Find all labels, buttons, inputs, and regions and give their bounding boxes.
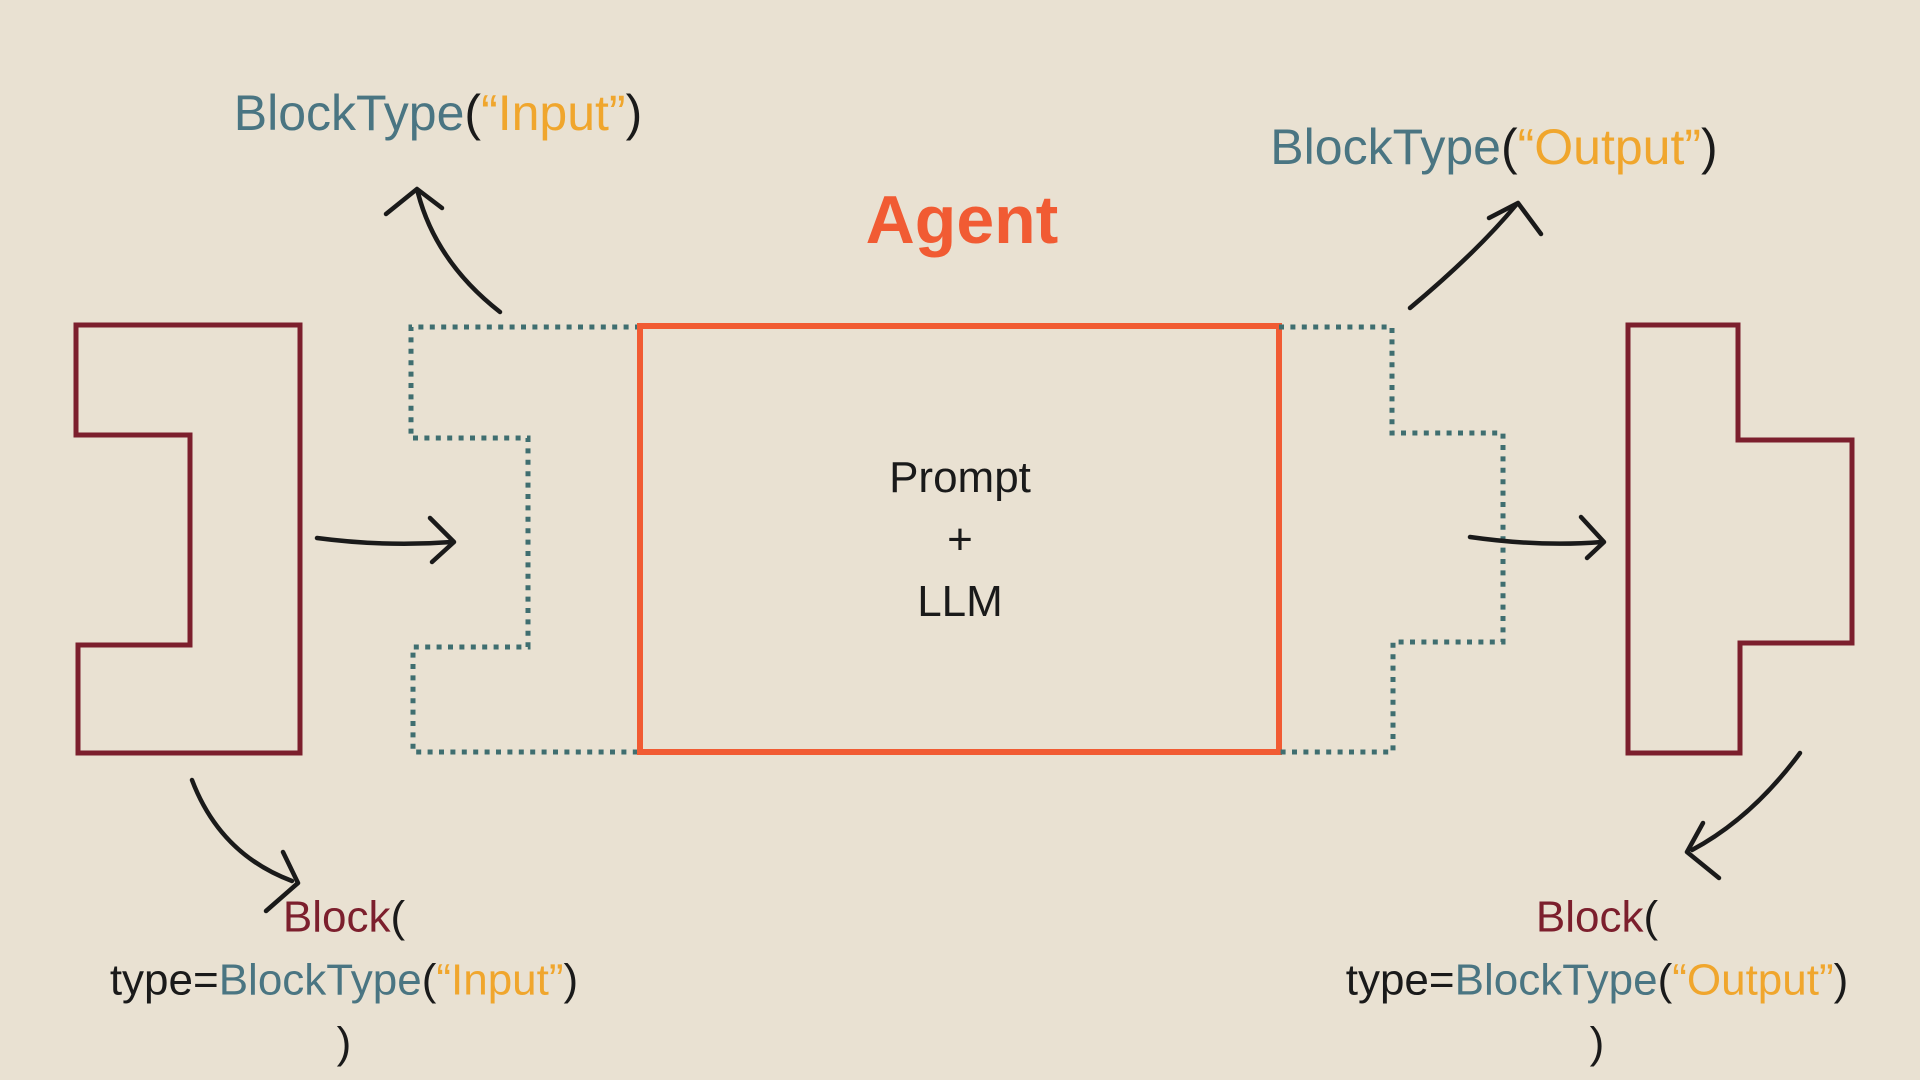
input-block-code: Block(type=BlockType(“Input”)) bbox=[109, 892, 579, 1068]
output-flow-arrow-icon bbox=[1467, 514, 1607, 561]
input-block-shape bbox=[73, 322, 303, 756]
input-slot-outline bbox=[408, 324, 640, 755]
input-blocktype-label: BlockType(“Input”) bbox=[233, 85, 643, 141]
output-type-pointer-arrow-icon bbox=[1407, 200, 1544, 311]
output-blocktype-label: BlockType(“Output”) bbox=[1270, 119, 1718, 175]
agent-box-line-plus: + bbox=[947, 515, 973, 564]
agent-box-text: Prompt + LLM bbox=[889, 447, 1031, 633]
agent-box-outline bbox=[637, 323, 1282, 755]
output-block-code: Block(type=BlockType(“Output”)) bbox=[1345, 892, 1849, 1068]
agent-box-line-llm: LLM bbox=[917, 577, 1003, 626]
output-block-shape bbox=[1625, 322, 1855, 756]
output-block-pointer-arrow-icon bbox=[1684, 750, 1803, 881]
input-type-pointer-arrow-icon bbox=[383, 186, 503, 315]
agent-box-line-prompt: Prompt bbox=[889, 453, 1031, 502]
output-slot-outline bbox=[1279, 324, 1506, 755]
input-block-pointer-arrow-icon bbox=[189, 777, 301, 914]
page-title: Agent bbox=[865, 182, 1059, 258]
input-flow-arrow-icon bbox=[314, 515, 457, 565]
